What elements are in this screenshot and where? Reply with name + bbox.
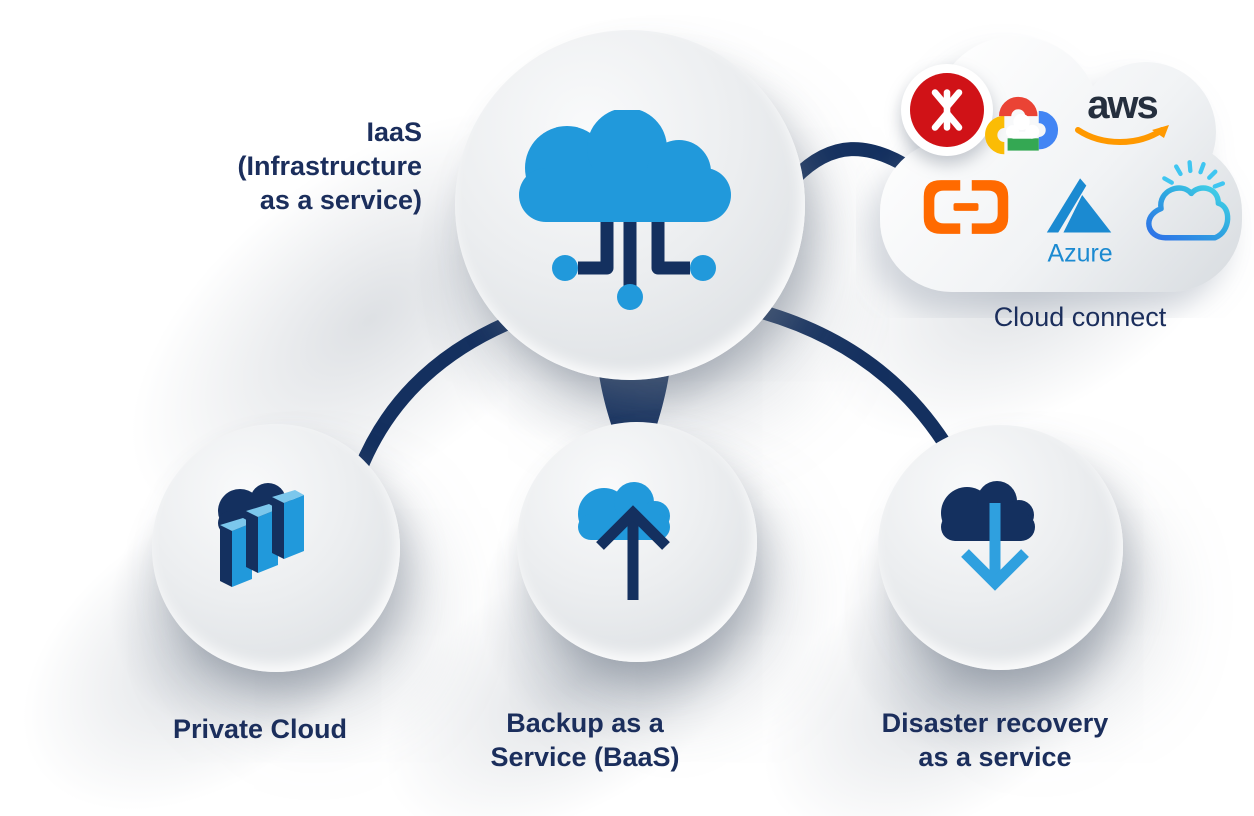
draas-label-line1: Disaster recovery bbox=[881, 708, 1109, 738]
cloud-download-icon bbox=[941, 481, 1035, 591]
private-cloud-label: Private Cloud bbox=[172, 714, 348, 744]
red-network-tower-icon bbox=[901, 64, 993, 156]
node-iaas bbox=[455, 30, 805, 380]
azure-wordmark: Azure bbox=[1047, 240, 1112, 268]
private-cloud-servers-icon bbox=[218, 483, 304, 587]
connector-to-draas bbox=[753, 303, 956, 456]
iaas-label-line2: (Infrastructure bbox=[237, 151, 422, 181]
node-private-cloud bbox=[152, 424, 400, 672]
aws-icon: aws bbox=[1072, 83, 1172, 155]
alibaba-cloud-icon bbox=[923, 180, 1009, 234]
google-cloud-icon bbox=[985, 96, 1058, 155]
connector-to-baas bbox=[598, 368, 670, 468]
aws-smile-icon bbox=[1075, 125, 1169, 145]
azure-icon: Azure bbox=[1046, 178, 1113, 268]
iaas-label-line3: as a service) bbox=[259, 185, 422, 215]
baas-label-line1: Backup as a bbox=[506, 708, 664, 738]
cloud-upload-icon bbox=[578, 482, 670, 600]
aws-wordmark: aws bbox=[1087, 83, 1159, 127]
draas-label-line2: as a service bbox=[918, 742, 1072, 772]
draas-label: Disaster recovery as a service bbox=[840, 706, 1150, 774]
iaas-label: IaaS (Infrastructure as a service) bbox=[170, 115, 422, 217]
node-baas bbox=[517, 422, 757, 662]
cloud-network-icon bbox=[519, 110, 731, 310]
baas-label-line2: Service (BaaS) bbox=[490, 742, 680, 772]
connector-to-private-cloud bbox=[353, 316, 511, 473]
red-network-tower-inner bbox=[910, 73, 984, 147]
node-draas bbox=[878, 425, 1123, 670]
cloud-connect-label: Cloud connect bbox=[993, 302, 1167, 332]
baas-label: Backup as a Service (BaaS) bbox=[435, 706, 735, 774]
ibm-cloud-icon bbox=[1146, 160, 1231, 241]
iaas-label-line1: IaaS bbox=[366, 117, 422, 147]
